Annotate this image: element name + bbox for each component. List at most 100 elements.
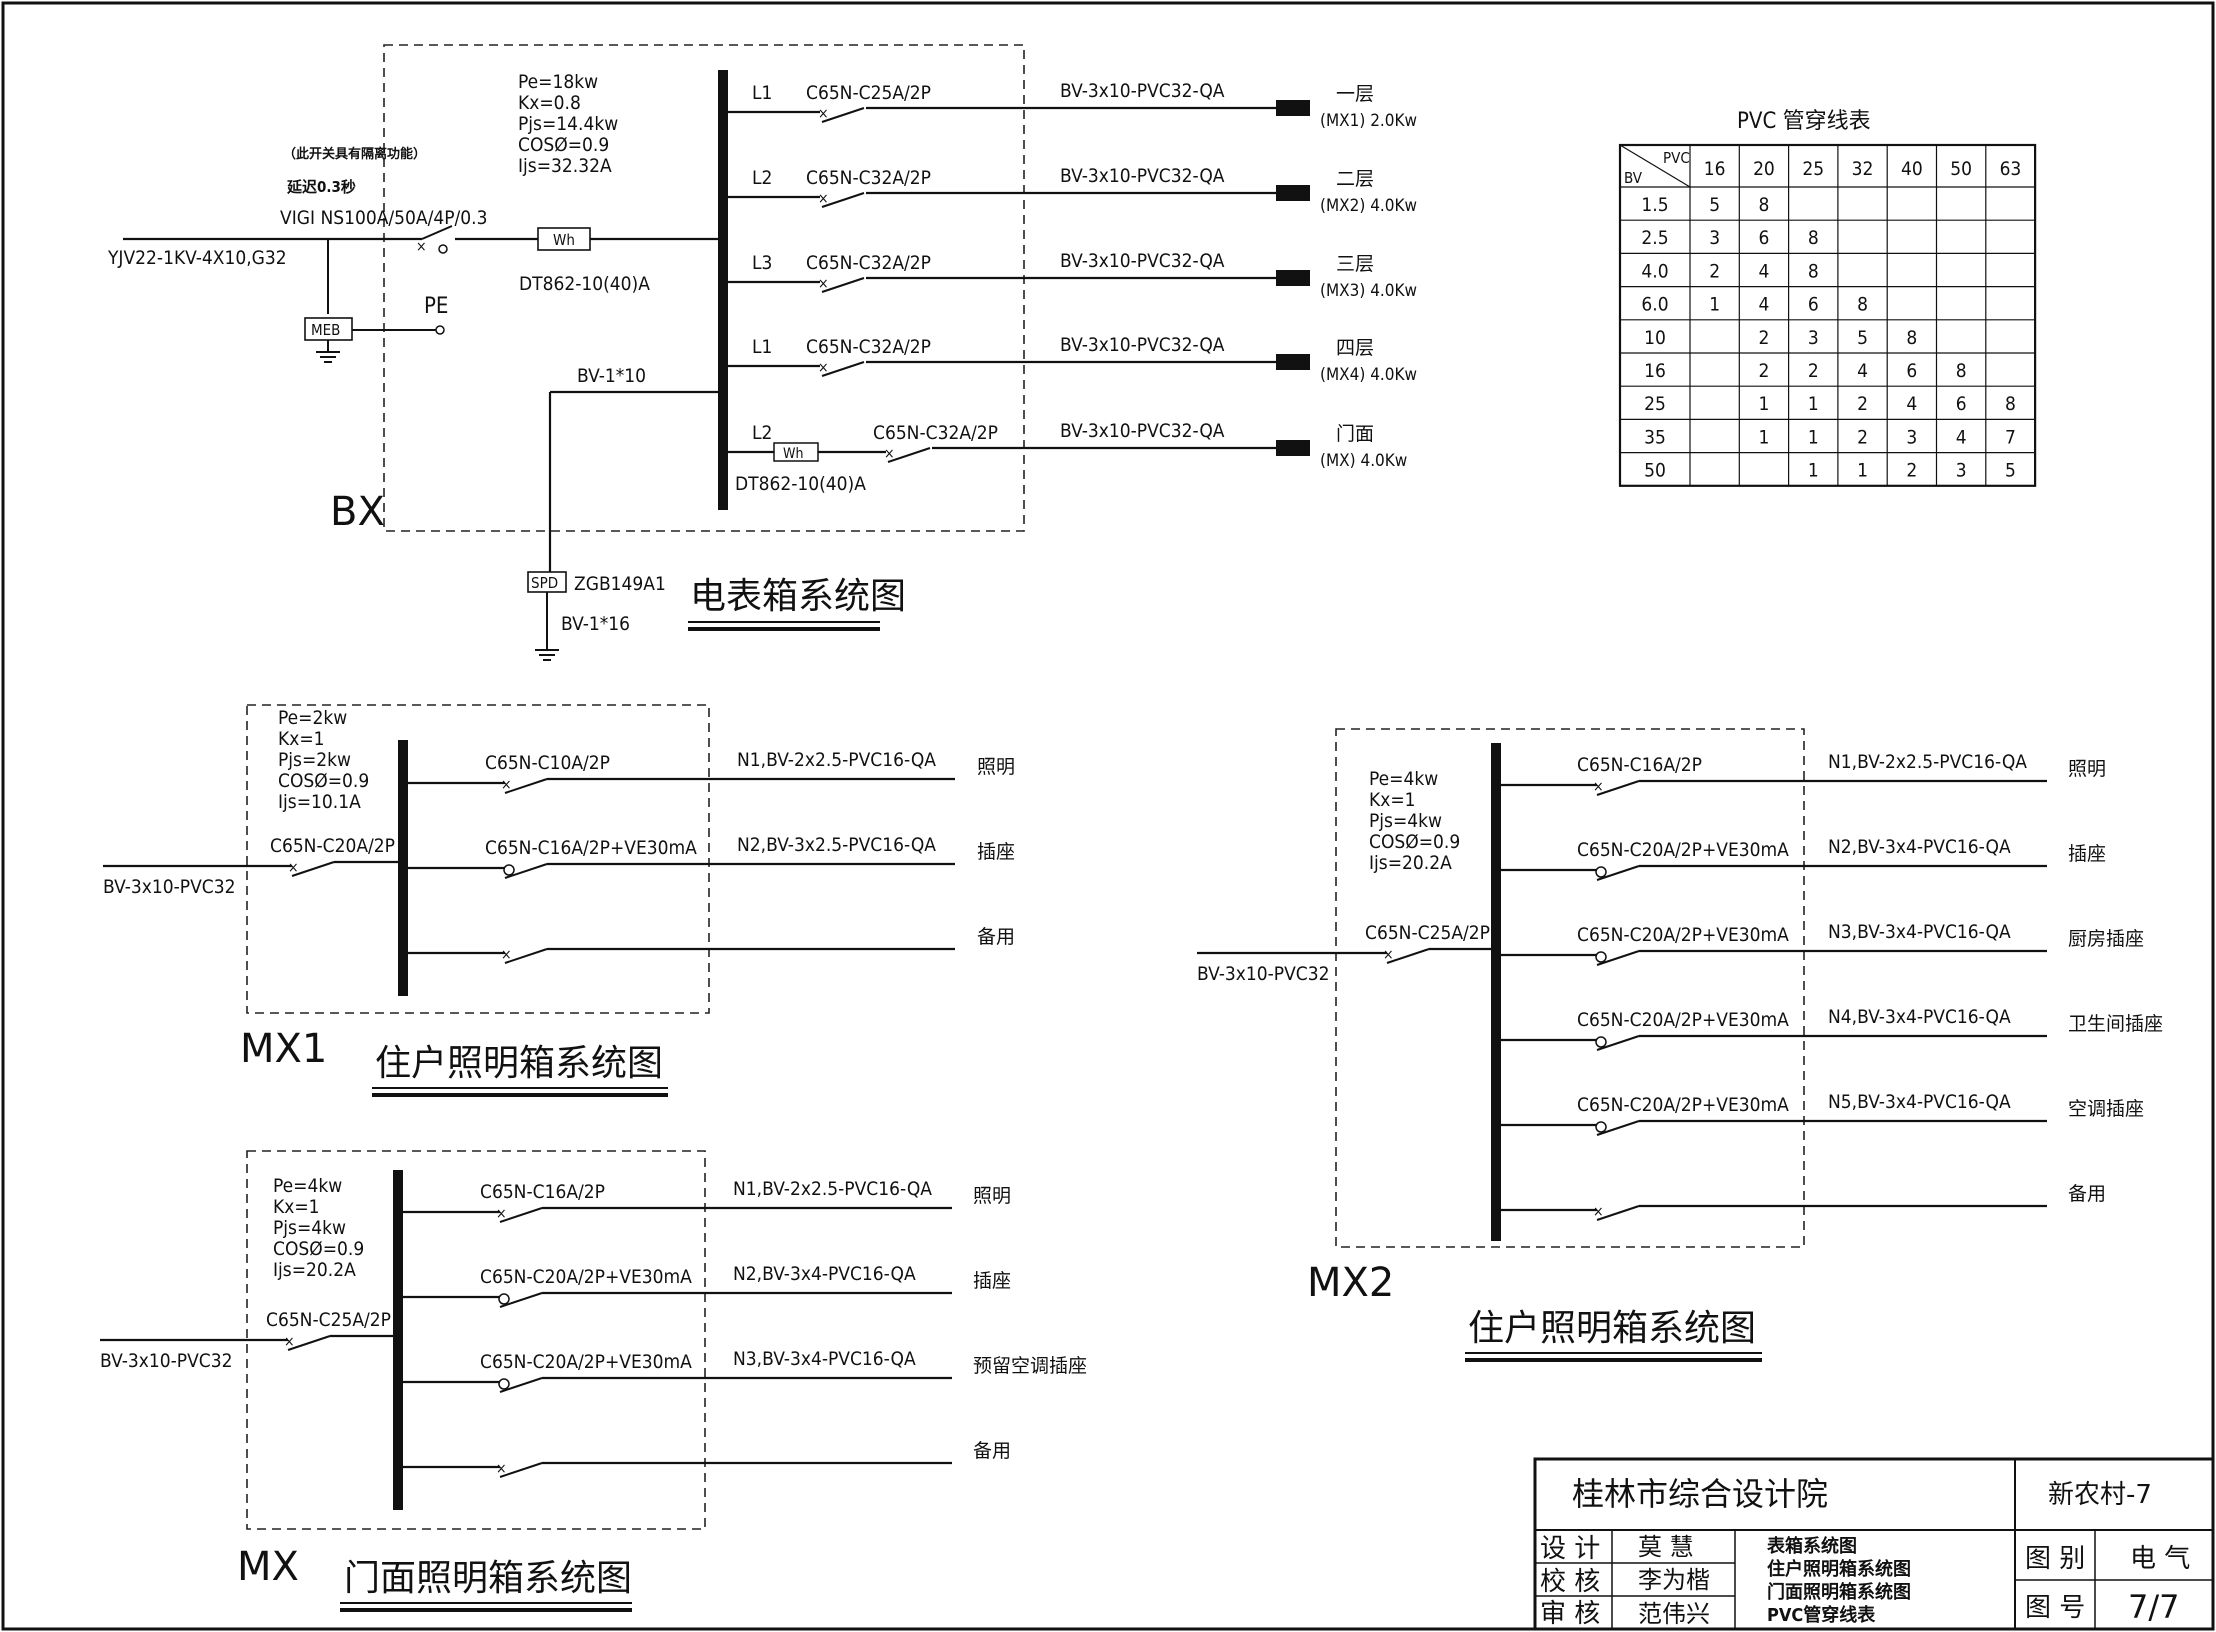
- bx-circuit-breaker-contact: [821, 107, 865, 123]
- pvc-cell: 8: [2005, 393, 2016, 415]
- bx-circuit-dest: 一层: [1336, 83, 1374, 105]
- bx-circuit-breaker-x: ×: [818, 106, 829, 122]
- tb-content: 住户照明箱系统图: [1767, 1558, 1911, 1580]
- pvc-table-diagonal: [1619, 144, 1691, 188]
- bx-circuit-dest: 门面: [1336, 423, 1374, 445]
- pvc-cell: 1: [1808, 460, 1819, 482]
- mx-diagram: MX 门面照明箱系统图 Pe=4kwKx=1Pjs=4kwCOSØ=0.9Ijs…: [100, 1150, 1087, 1612]
- spd-cable-label: BV-1*16: [561, 613, 630, 635]
- mx2-circuit-breaker-contact: [1596, 950, 1640, 966]
- pvc-row-header: 10: [1644, 327, 1666, 349]
- bx-circuit-terminal: [1276, 100, 1310, 116]
- mx-param: Pjs=4kw: [273, 1217, 346, 1239]
- tb-role: 校 核: [1540, 1567, 1600, 1597]
- bx-circuit-breaker: C65N-C32A/2P: [806, 336, 931, 358]
- mx2-param: Pe=4kw: [1369, 768, 1438, 790]
- bx-circuit-dest-sub: (MX4) 4.0Kw: [1320, 365, 1417, 385]
- mx2-param: Kx=1: [1369, 789, 1416, 811]
- pvc-cell: 8: [1759, 194, 1770, 216]
- mx-circuit-cable: N3,BV-3x4-PVC16-QA: [733, 1348, 916, 1370]
- mx2-circuit-breaker-contact: [1596, 780, 1640, 796]
- bx-busbar: [718, 70, 728, 510]
- mx-param: COSØ=0.9: [273, 1238, 364, 1260]
- pvc-row-header: 50: [1644, 460, 1666, 482]
- pvc-cell: 2: [1759, 327, 1770, 349]
- mx1-circuit-breaker-x: ×: [501, 777, 512, 793]
- mx-main-breaker-x: ×: [284, 1334, 295, 1350]
- mx-box-outline: [246, 1150, 706, 1530]
- pvc-col-header: 40: [1901, 158, 1923, 180]
- mx-circuit-breaker-contact: [499, 1207, 543, 1223]
- mx2-param: Pjs=4kw: [1369, 810, 1442, 832]
- mx2-circuit-rcd-mark: [1595, 951, 1607, 963]
- main-breaker-circle: [438, 244, 448, 254]
- mx1-circuit-cable: N1,BV-2x2.5-PVC16-QA: [737, 749, 936, 771]
- mx-circuit-breaker-contact: [499, 1377, 543, 1393]
- pvc-row-header: 35: [1644, 426, 1666, 448]
- mx2-circuit-breaker-x: ×: [1593, 1204, 1604, 1220]
- tb-role: 设 计: [1540, 1534, 1600, 1564]
- mx-circuit-cable: N1,BV-2x2.5-PVC16-QA: [733, 1178, 932, 1200]
- pvc-cell: 8: [1857, 294, 1868, 316]
- pvc-cell: 5: [2005, 460, 2016, 482]
- pvc-cell: 6: [1759, 227, 1770, 249]
- spd-label: SPD: [531, 574, 558, 592]
- main-breaker-contact: [421, 225, 453, 240]
- main-meter-symbol: Wh: [553, 231, 575, 249]
- bx-circuit-dest: 二层: [1336, 168, 1374, 190]
- mx1-body: Pe=2kwKx=1Pjs=2kwCOSØ=0.9Ijs=10.1ABV-3x1…: [103, 707, 1015, 996]
- pvc-cell: 2: [1857, 426, 1868, 448]
- bx-circuit-breaker: C65N-C25A/2P: [806, 82, 931, 104]
- pvc-cell: 1: [1808, 393, 1819, 415]
- pvc-cell: 5: [1857, 327, 1868, 349]
- mx-circuit-breaker-x: ×: [496, 1206, 507, 1222]
- mx2-label: MX2: [1307, 1260, 1394, 1306]
- tb-category-label: 图 别: [2025, 1544, 2085, 1574]
- bx-circuit-phase: L2: [752, 422, 772, 444]
- pvc-cell: 2: [1808, 360, 1819, 382]
- pvc-cell: 6: [1956, 393, 1967, 415]
- mx2-main-breaker: C65N-C25A/2P: [1365, 922, 1490, 944]
- bx-circuit-breaker: C65N-C32A/2P: [873, 422, 998, 444]
- mx2-circuit-breaker-contact: [1596, 1035, 1640, 1051]
- pe-label: PE: [424, 294, 448, 319]
- bx-circuit-breaker-x: ×: [884, 446, 895, 462]
- mx2-circuit-breaker-contact: [1596, 1205, 1640, 1221]
- bx-circuit-breaker-contact: [821, 361, 865, 377]
- mx2-circuit-cable: N5,BV-3x4-PVC16-QA: [1828, 1091, 2011, 1113]
- pvc-corner-bottom: BV: [1624, 169, 1643, 187]
- mx-circuit-breaker-contact: [499, 1462, 543, 1478]
- spd-model: ZGB149A1: [574, 573, 666, 595]
- mx2-circuit-rcd-mark: [1595, 1121, 1607, 1133]
- pvc-cell: 4: [1759, 294, 1770, 316]
- mx-circuit-rcd-mark: [498, 1293, 510, 1305]
- bx-param: Pjs=14.4kw: [518, 113, 618, 135]
- mx1-circuit-breaker: C65N-C10A/2P: [485, 752, 610, 774]
- bx-circuit-phase: L3: [752, 252, 772, 274]
- bx-circuit-cable: BV-3x10-PVC32-QA: [1060, 250, 1225, 272]
- mx-circuit-breaker: C65N-C16A/2P: [480, 1181, 605, 1203]
- pvc-cell: 4: [1759, 260, 1770, 282]
- tb-content: 表箱系统图: [1767, 1535, 1857, 1557]
- mx-circuit-breaker: C65N-C20A/2P+VE30mA: [480, 1351, 692, 1373]
- bx-circuit-breaker-x: ×: [818, 360, 829, 376]
- mx2-circuit-dest: 空调插座: [2068, 1098, 2144, 1120]
- bx-circuit-breaker: C65N-C32A/2P: [806, 167, 931, 189]
- mx1-param: Ijs=10.1A: [278, 791, 361, 813]
- mx2-param: Ijs=20.2A: [1369, 852, 1452, 874]
- pvc-cell: 3: [1709, 227, 1720, 249]
- mx1-busbar: [398, 740, 408, 996]
- mx2-box-outline: [1335, 728, 1805, 1248]
- mx-main-breaker-contact: [287, 1335, 331, 1351]
- mx2-circuit-dest: 卫生间插座: [2068, 1013, 2163, 1035]
- pvc-row-header: 16: [1644, 360, 1666, 382]
- tb-category-value: 电 气: [2130, 1544, 2190, 1574]
- tb-institute: 桂林市综合设计院: [1572, 1475, 1828, 1513]
- bx-circuit-dest-sub: (MX1) 2.0Kw: [1320, 111, 1417, 131]
- title-block: 桂林市综合设计院 新农村-7 设 计 莫 慧 校 核 李为楷 审 核 范伟兴 表…: [1533, 1457, 2215, 1631]
- pvc-cell: 2: [1759, 360, 1770, 382]
- mx-main-breaker: C65N-C25A/2P: [266, 1309, 391, 1331]
- mx2-circuit-breaker-contact: [1596, 1120, 1640, 1136]
- mx1-param: Pe=2kw: [278, 707, 347, 729]
